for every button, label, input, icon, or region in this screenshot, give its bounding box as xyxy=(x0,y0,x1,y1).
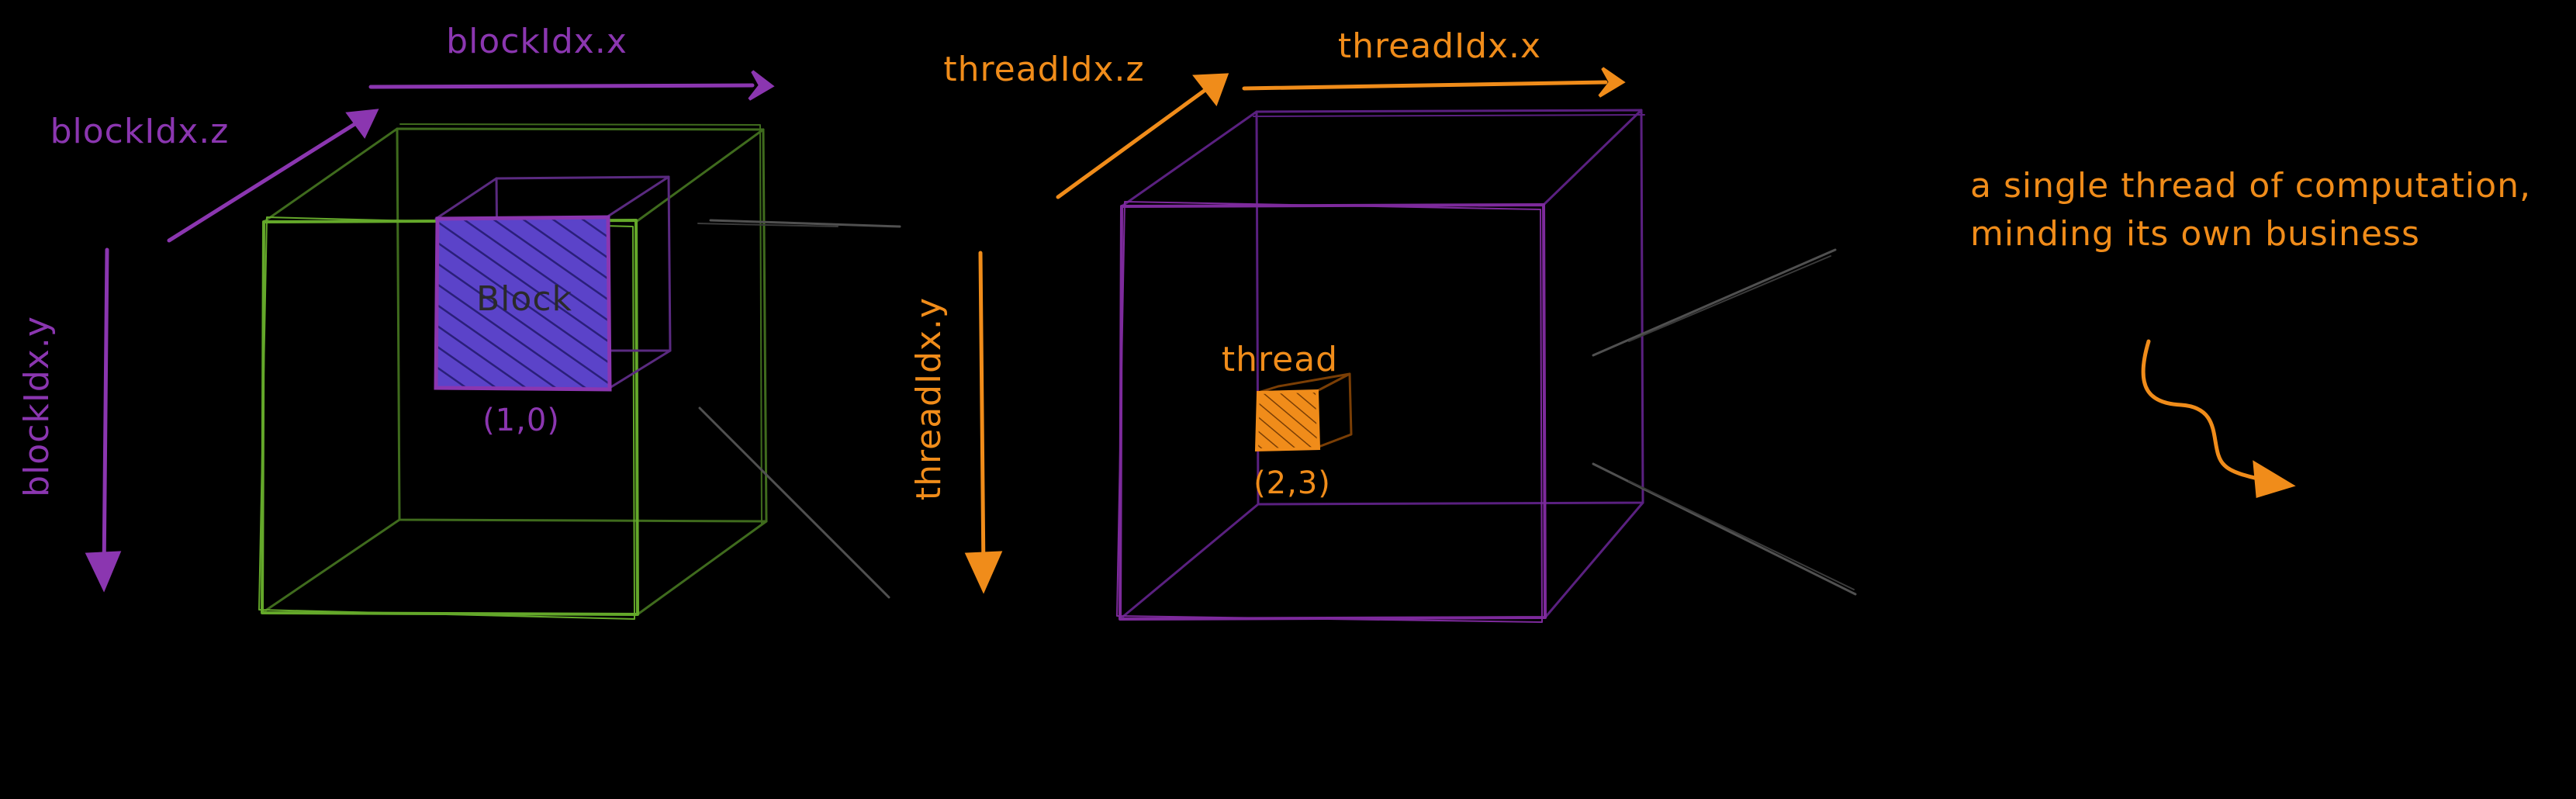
block-axis-x: threadIdx.x xyxy=(1242,26,1626,98)
arrow-icon xyxy=(1242,80,1608,91)
grid-cube-depth-edges xyxy=(261,127,768,616)
thread-block-front-face xyxy=(1119,203,1547,621)
thread-block-depth-edges xyxy=(1119,109,1644,621)
block-axis-z: threadIdx.z xyxy=(943,50,1229,199)
thread-cube xyxy=(1254,372,1353,452)
block-axis-y-label: threadIdx.y xyxy=(909,297,949,500)
block-cube xyxy=(434,175,672,392)
squiggle-arrow-icon xyxy=(2141,339,2296,498)
arrow-icon xyxy=(978,251,986,575)
thread-label: thread xyxy=(1222,340,1338,379)
grid-axis-z-label: blockIdx.z xyxy=(50,112,230,151)
block-axis-y: threadIdx.y xyxy=(909,251,1003,594)
block-axis-x-label: threadIdx.x xyxy=(1338,26,1541,66)
block-label: Block xyxy=(476,279,572,319)
thread-coord-label: (2,3) xyxy=(1253,465,1331,501)
block-coord-label: (1,0) xyxy=(482,403,560,438)
arrow-icon xyxy=(167,116,367,243)
arrow-icon xyxy=(368,83,755,89)
thread-zoom-connectors xyxy=(1592,248,1857,596)
block-axis-z-label: threadIdx.z xyxy=(943,50,1144,89)
block-cube-front-face xyxy=(434,215,612,392)
annotation-line-2: minding its own business xyxy=(1970,214,2420,254)
grid-axis-x-label: blockIdx.x xyxy=(446,22,628,61)
thread-cube-front-face xyxy=(1254,389,1321,452)
annotation-line-1: a single thread of computation, xyxy=(1970,166,2531,206)
arrow-icon xyxy=(102,247,109,576)
grid-axis-z: blockIdx.z xyxy=(50,109,379,243)
arrow-icon xyxy=(1056,83,1214,199)
grid-axis-y-label: blockIdx.y xyxy=(17,316,57,497)
grid-axis-y: blockIdx.y xyxy=(17,247,122,593)
thread-block-cube xyxy=(1116,109,1645,623)
zoom-connectors xyxy=(697,219,901,599)
grid-axis-x: blockIdx.x xyxy=(368,22,775,101)
